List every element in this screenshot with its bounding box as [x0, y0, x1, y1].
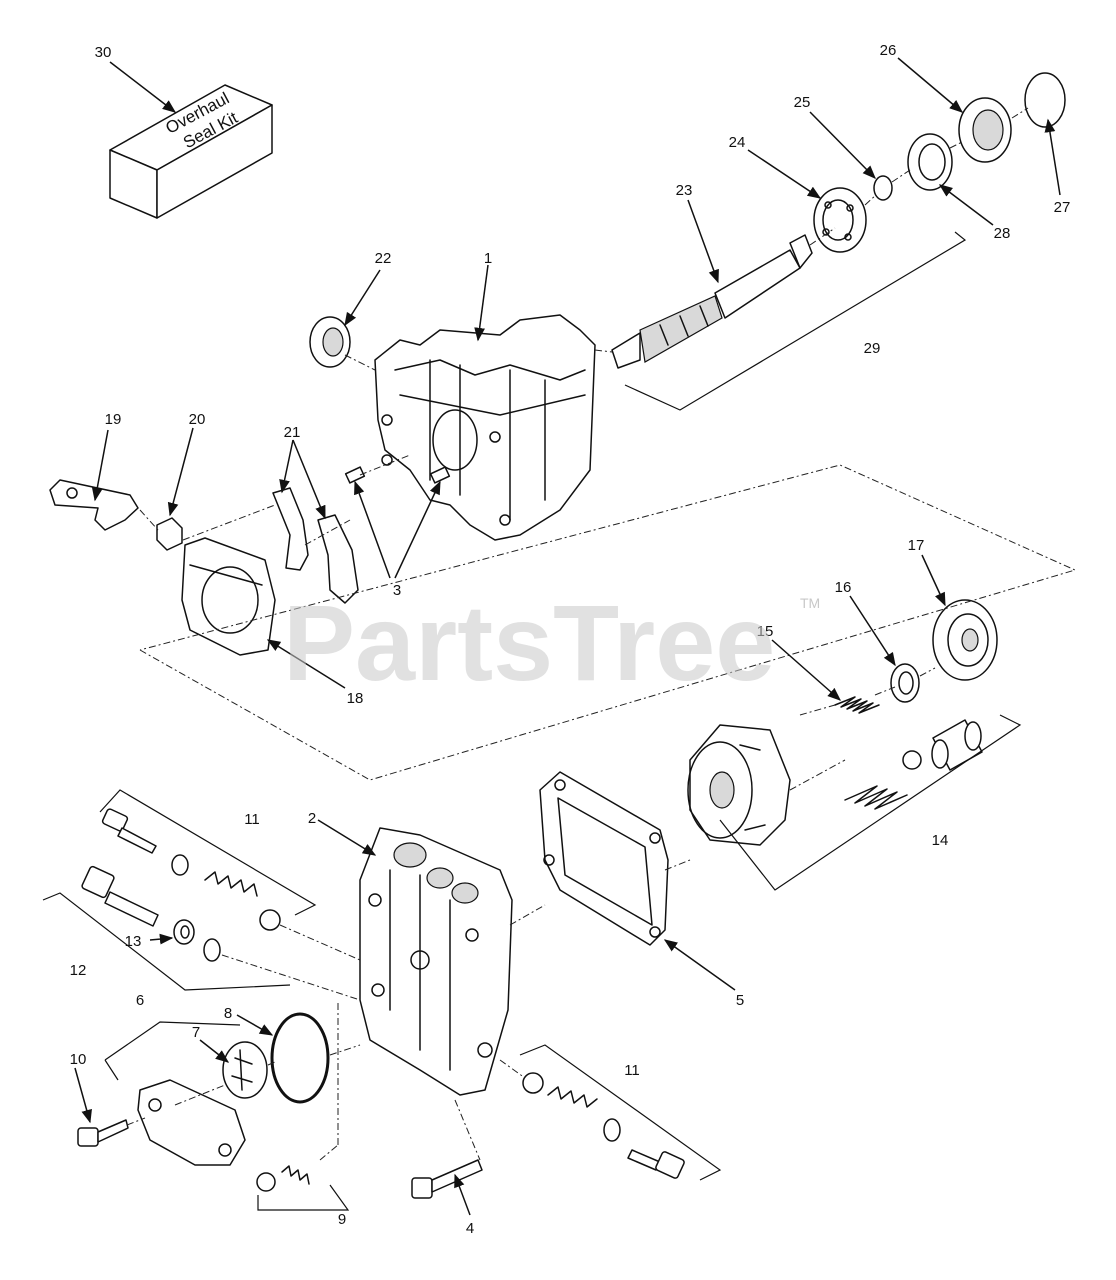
input-shaft[interactable] — [611, 234, 813, 369]
callout-1[interactable]: 1 — [484, 250, 492, 267]
oring-11-lower[interactable] — [603, 1118, 621, 1142]
callout-28[interactable]: 28 — [994, 225, 1011, 242]
cover-bolt-10[interactable] — [77, 1119, 129, 1147]
callout-23[interactable]: 23 — [676, 182, 693, 199]
washer-13[interactable] — [173, 919, 195, 945]
control-arm[interactable] — [49, 479, 139, 531]
callout-14[interactable]: 14 — [932, 832, 949, 849]
watermark-text: PartsTree — [283, 582, 775, 703]
gasket[interactable] — [539, 771, 669, 946]
callout-27[interactable]: 27 — [1054, 199, 1071, 216]
swash-plate[interactable] — [181, 537, 276, 656]
callout-29[interactable]: 29 — [864, 340, 881, 357]
callout-12[interactable]: 12 — [70, 962, 87, 979]
callout-25[interactable]: 25 — [794, 94, 811, 111]
snap-ring-27[interactable] — [1024, 72, 1066, 128]
swivel-block[interactable] — [156, 517, 183, 551]
shaft-seal-22[interactable] — [309, 316, 351, 368]
end-cap-bolt-4[interactable] — [411, 1159, 483, 1199]
end-cap[interactable] — [359, 827, 513, 1096]
callout-16[interactable]: 16 — [835, 579, 852, 596]
callout-21[interactable]: 21 — [284, 424, 301, 441]
dowel-pins[interactable] — [344, 466, 451, 484]
piston-sleeve[interactable] — [931, 719, 983, 771]
callout-20[interactable]: 20 — [189, 411, 206, 428]
callout-8[interactable]: 8 — [224, 1005, 232, 1022]
callout-6[interactable]: 6 — [136, 992, 144, 1009]
callout-10[interactable]: 10 — [70, 1051, 87, 1068]
bearing-24[interactable] — [813, 187, 867, 253]
callout-13[interactable]: 13 — [125, 933, 142, 950]
oring-13[interactable] — [203, 938, 221, 962]
callout-7[interactable]: 7 — [192, 1024, 200, 1041]
oring-8[interactable] — [270, 1012, 330, 1104]
callout-17[interactable]: 17 — [908, 537, 925, 554]
partstree-watermark: PartsTree TM — [283, 582, 820, 703]
spring-14[interactable] — [844, 785, 908, 810]
valve-plug-11-upper[interactable] — [101, 808, 157, 854]
callout-22[interactable]: 22 — [375, 250, 392, 267]
callout-26[interactable]: 26 — [880, 42, 897, 59]
callout-19[interactable]: 19 — [105, 411, 122, 428]
spring-11-lower[interactable] — [547, 1086, 598, 1108]
valve-12[interactable] — [81, 865, 159, 927]
cradle-bearings[interactable] — [272, 487, 359, 604]
callout-9[interactable]: 9 — [338, 1211, 346, 1228]
assembly-lines — [126, 107, 1077, 1161]
watermark-trademark: TM — [800, 595, 820, 611]
washer-28[interactable] — [907, 133, 953, 191]
callout-15[interactable]: 15 — [757, 623, 774, 640]
upper-housing[interactable] — [374, 314, 596, 541]
callout-5[interactable]: 5 — [736, 992, 744, 1009]
callout-18[interactable]: 18 — [347, 690, 364, 707]
callout-30[interactable]: 30 — [95, 44, 112, 61]
callout-24[interactable]: 24 — [729, 134, 746, 151]
seal-26[interactable] — [958, 97, 1012, 163]
ball-11-lower[interactable] — [522, 1072, 544, 1094]
spring-11-upper[interactable] — [204, 871, 258, 897]
callout-3[interactable]: 3 — [393, 582, 401, 599]
charge-pump-cover[interactable] — [137, 1079, 246, 1166]
valve-plug-11-lower[interactable] — [627, 1149, 685, 1179]
spring-9[interactable] — [281, 1165, 310, 1185]
oring-11-upper[interactable] — [171, 854, 189, 876]
cylinder-block[interactable] — [687, 724, 791, 846]
callout-labels: 30 1 22 23 24 25 26 27 28 29 19 20 21 3 … — [70, 42, 1071, 1237]
retaining-ring-25[interactable] — [873, 175, 893, 201]
ball-9[interactable] — [256, 1172, 276, 1192]
charge-pump-rotor[interactable] — [222, 1041, 268, 1099]
washer-16[interactable] — [890, 663, 920, 703]
callout-11-upper[interactable]: 11 — [244, 811, 260, 828]
callout-11-lower[interactable]: 11 — [624, 1062, 640, 1079]
seal-kit-box[interactable]: Overhaul Seal Kit — [109, 84, 273, 219]
spring-15[interactable] — [834, 696, 880, 714]
callout-2[interactable]: 2 — [308, 810, 316, 827]
thrust-bearing-17[interactable] — [932, 599, 998, 681]
group-brackets — [42, 231, 1022, 1211]
check-ball-14[interactable] — [902, 750, 922, 770]
ball-11-upper[interactable] — [259, 909, 281, 931]
callout-4[interactable]: 4 — [466, 1220, 474, 1237]
leader-arrows — [74, 57, 1061, 1216]
